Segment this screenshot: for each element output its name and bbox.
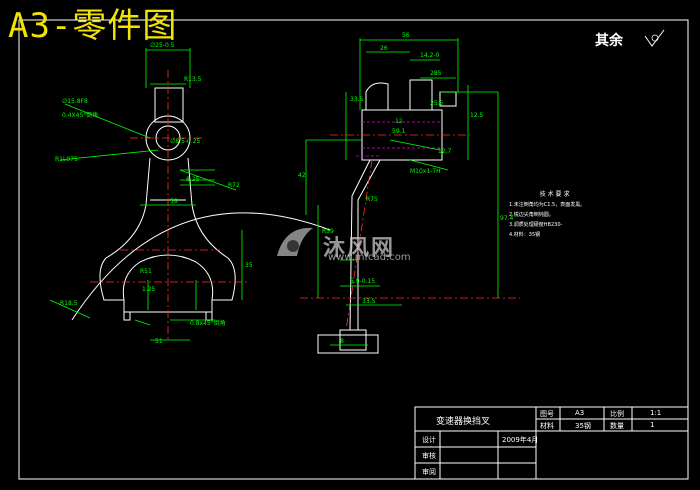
material-label: 材料 bbox=[540, 422, 554, 430]
dim-label: 8.25 bbox=[186, 176, 200, 183]
drawing-no: A3 bbox=[575, 409, 585, 417]
dim-label: 97.4 bbox=[500, 215, 514, 222]
dim-label: 33.5 bbox=[362, 298, 376, 305]
dim-label: 285 bbox=[430, 70, 442, 77]
roughness-symbol bbox=[644, 29, 665, 47]
note-item: 2.锐边尖角倒钝圆。 bbox=[509, 212, 554, 218]
note-item: 4.材料：35钢 bbox=[509, 232, 541, 238]
roughness-note: 其余 bbox=[595, 33, 623, 49]
note-item: 1.未注倒角均为C1.5，表面发黑。 bbox=[509, 202, 586, 208]
dim-label: 12 bbox=[395, 118, 403, 125]
dim-label: R51 bbox=[140, 268, 152, 275]
dim-label: 35 bbox=[245, 262, 253, 269]
watermark-logo-icon bbox=[277, 227, 313, 256]
dim-label: 14.2-0 bbox=[420, 52, 440, 59]
dim-label: 1.25 bbox=[142, 286, 156, 293]
note-item: 3.调质处理硬度HB230- bbox=[509, 222, 563, 228]
design-date: 2009年4月 bbox=[502, 436, 539, 444]
designer-label: 设计 bbox=[422, 436, 436, 444]
dim-label: 33.5 bbox=[350, 96, 364, 103]
dim-label: R75 bbox=[366, 196, 378, 203]
dim-label: ∅8.5-0.25 bbox=[170, 138, 201, 145]
dim-label: R18.5 bbox=[60, 300, 78, 307]
front-view bbox=[71, 87, 331, 321]
scale-label: 比例 bbox=[610, 410, 624, 418]
page-label: A3-零件图 bbox=[8, 6, 178, 46]
dim-label: 0.4X45°倒角 bbox=[62, 112, 99, 119]
side-centerlines bbox=[300, 134, 520, 331]
dim-label: 56 bbox=[402, 32, 410, 39]
dim-label: 0.8x45°倒角 bbox=[190, 320, 226, 327]
checker-label: 审核 bbox=[422, 452, 436, 460]
quantity-value: 1 bbox=[650, 421, 655, 429]
dim-label: 5.9-0.15 bbox=[350, 278, 376, 285]
dim-label: 59 bbox=[170, 198, 178, 205]
dim-label: 25.5 bbox=[430, 100, 444, 107]
quantity-label: 数量 bbox=[610, 422, 624, 430]
drawing-border bbox=[18, 19, 689, 480]
scale-value: 1:1 bbox=[650, 409, 662, 417]
side-view bbox=[317, 79, 457, 354]
dim-label: 8 bbox=[340, 338, 344, 345]
dim-label: 12.7 bbox=[438, 148, 452, 155]
dim-label: M10x1-7H bbox=[410, 168, 441, 175]
dim-label: 59.1 bbox=[392, 128, 406, 135]
dim-label: 51 bbox=[155, 338, 163, 345]
watermark-url: www.mfcad.com bbox=[328, 252, 411, 263]
watermark-brand: 沐风网 bbox=[323, 236, 396, 261]
dim-label: R72 bbox=[228, 182, 240, 189]
part-name: 变速器换挡叉 bbox=[436, 417, 491, 427]
dim-label: 42 bbox=[298, 172, 306, 179]
material-value: 35钢 bbox=[575, 422, 591, 430]
dim-label: 26 bbox=[380, 45, 388, 52]
side-dimensions bbox=[305, 38, 499, 346]
drawing-no-label: 图号 bbox=[540, 410, 554, 418]
dim-label: R13.5 bbox=[184, 76, 202, 83]
technical-requirements: 技 术 要 求 1.未注倒角均为C1.5，表面发黑。 2.锐边尖角倒钝圆。 3.… bbox=[509, 190, 585, 240]
dim-label: ∅25-0.5 bbox=[150, 42, 175, 49]
dim-label: R59 bbox=[322, 228, 334, 235]
approver-label: 审阅 bbox=[422, 468, 436, 476]
dim-label: 12.5 bbox=[470, 112, 484, 119]
front-dimensions bbox=[49, 48, 243, 341]
dim-label: ∅15.8F8 bbox=[62, 98, 88, 105]
dim-label: R1L975 bbox=[55, 156, 78, 163]
notes-title: 技 术 要 求 bbox=[539, 191, 570, 198]
title-block bbox=[414, 406, 689, 480]
